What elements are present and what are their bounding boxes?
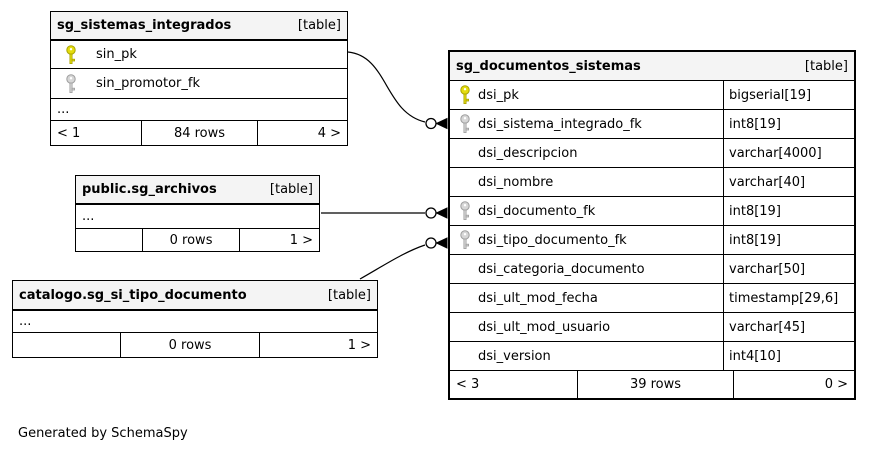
connector-arrowhead: [435, 207, 448, 219]
column-type: varchar[45]: [729, 319, 806, 335]
column-row-dsi-documento-fk[interactable]: dsi_documento_fk int8[19]: [450, 196, 854, 225]
footer-children-count: 1 >: [347, 337, 372, 353]
table-header[interactable]: catalogo.sg_si_tipo_documento [table]: [13, 281, 377, 309]
column-name: dsi_descripcion: [478, 145, 578, 161]
table-node-sg-sistemas-integrados[interactable]: sg_sistemas_integrados [table] sin_pk si…: [50, 11, 348, 146]
footer-children-count: 1 >: [289, 232, 313, 248]
table-title[interactable]: sg_sistemas_integrados: [57, 18, 232, 33]
column-type: bigserial[19]: [729, 87, 812, 103]
column-row-sin-pk[interactable]: sin_pk: [51, 39, 347, 68]
column-type: timestamp[29,6]: [729, 290, 839, 306]
connector-arrowhead: [435, 117, 448, 130]
ellipsis-label: ...: [19, 314, 32, 329]
footer-row-count: 39 rows: [577, 371, 734, 398]
column-name: dsi_pk: [478, 87, 519, 103]
column-type-cell: bigserial[19]: [723, 81, 854, 109]
column-type: int8[19]: [729, 116, 781, 132]
table-tag: [table]: [269, 182, 313, 197]
table-footer: < 3 39 rows 0 >: [450, 370, 854, 398]
connector-circle: [425, 207, 437, 219]
column-name: sin_promotor_fk: [96, 76, 201, 91]
column-row-dsi-version[interactable]: dsi_version int4[10]: [450, 341, 854, 370]
column-type: int8[19]: [729, 232, 781, 248]
table-node-catalogo-sg-si-tipo-documento[interactable]: catalogo.sg_si_tipo_documento [table] ..…: [12, 280, 378, 358]
footer-parents-count: < 1: [57, 125, 81, 141]
column-name: dsi_categoria_documento: [478, 261, 645, 277]
column-type-cell: varchar[45]: [723, 313, 854, 341]
column-type: varchar[50]: [729, 261, 806, 277]
foreign-key-icon: [460, 230, 470, 250]
column-row-dsi-tipo-documento-fk[interactable]: dsi_tipo_documento_fk int8[19]: [450, 225, 854, 254]
column-row-sin-promotor-fk[interactable]: sin_promotor_fk: [51, 68, 347, 98]
column-type: varchar[40]: [729, 174, 806, 190]
column-name: dsi_nombre: [478, 174, 554, 190]
connector-arrowhead: [435, 237, 448, 249]
column-name: dsi_ult_mod_fecha: [478, 290, 598, 306]
column-type-cell: varchar[50]: [723, 255, 854, 283]
column-name: dsi_version: [478, 348, 551, 364]
column-type-cell: varchar[40]: [723, 168, 854, 196]
column-name: dsi_tipo_documento_fk: [478, 232, 627, 248]
column-type-cell: int4[10]: [723, 342, 854, 370]
column-type-cell: int8[19]: [723, 110, 854, 138]
footer-parents-count: [76, 229, 142, 251]
foreign-key-icon: [460, 201, 470, 221]
table-tag: [table]: [297, 18, 341, 33]
table-footer: 0 rows 1 >: [13, 332, 377, 357]
column-row-dsi-ult-mod-usuario[interactable]: dsi_ult_mod_usuario varchar[45]: [450, 312, 854, 341]
connector-circle: [425, 117, 437, 130]
column-row-dsi-nombre[interactable]: dsi_nombre varchar[40]: [450, 167, 854, 196]
column-row-dsi-sistema-integrado-fk[interactable]: dsi_sistema_integrado_fk int8[19]: [450, 109, 854, 138]
generator-note: Generated by SchemaSpy: [18, 426, 188, 441]
footer-row-count: 0 rows: [120, 333, 260, 357]
column-type-cell: timestamp[29,6]: [723, 284, 854, 312]
footer-children-count: 0 >: [824, 377, 848, 392]
footer-row-count: 0 rows: [142, 229, 240, 251]
column-name: dsi_sistema_integrado_fk: [478, 116, 642, 132]
table-title[interactable]: sg_documentos_sistemas: [456, 58, 641, 74]
columns-ellipsis-row[interactable]: ...: [13, 309, 377, 332]
table-header[interactable]: public.sg_archivos [table]: [76, 176, 319, 203]
footer-parents-count: < 3: [456, 377, 480, 392]
table-tag: [table]: [327, 287, 371, 303]
column-name: dsi_ult_mod_usuario: [478, 319, 611, 335]
column-type: int4[10]: [729, 348, 781, 364]
table-title[interactable]: public.sg_archivos: [82, 182, 217, 197]
column-type-cell: varchar[4000]: [723, 139, 854, 167]
table-footer: 0 rows 1 >: [76, 228, 319, 251]
column-row-dsi-ult-mod-fecha[interactable]: dsi_ult_mod_fecha timestamp[29,6]: [450, 283, 854, 312]
column-type-cell: int8[19]: [723, 226, 854, 254]
foreign-key-icon: [460, 114, 470, 134]
table-tag: [table]: [804, 58, 848, 74]
columns-ellipsis-row[interactable]: ...: [76, 203, 319, 228]
relationship-line-sin-pk: [347, 51, 426, 123]
column-type-cell: int8[19]: [723, 197, 854, 225]
primary-key-icon: [460, 85, 470, 105]
ellipsis-label: ...: [57, 102, 70, 117]
column-row-dsi-categoria-documento[interactable]: dsi_categoria_documento varchar[50]: [450, 254, 854, 283]
footer-children-count: 4 >: [317, 125, 341, 141]
footer-row-count: 84 rows: [141, 121, 258, 145]
columns-ellipsis-row[interactable]: ...: [51, 98, 347, 120]
column-name: sin_pk: [96, 47, 137, 62]
table-title[interactable]: catalogo.sg_si_tipo_documento: [19, 287, 247, 303]
column-row-dsi-descripcion[interactable]: dsi_descripcion varchar[4000]: [450, 138, 854, 167]
column-type: varchar[4000]: [729, 145, 822, 161]
foreign-key-icon: [66, 73, 76, 93]
column-row-dsi-pk[interactable]: dsi_pk bigserial[19]: [450, 80, 854, 109]
table-node-sg-documentos-sistemas[interactable]: sg_documentos_sistemas [table] dsi_pk bi…: [448, 50, 856, 400]
table-footer: < 1 84 rows 4 >: [51, 120, 347, 145]
connector-circle: [425, 237, 437, 249]
ellipsis-label: ...: [82, 209, 95, 224]
table-header[interactable]: sg_documentos_sistemas [table]: [450, 52, 854, 80]
primary-key-icon: [66, 44, 76, 64]
relationship-line-tipo-documento: [359, 244, 426, 280]
column-name: dsi_documento_fk: [478, 203, 596, 219]
footer-parents-count: [13, 333, 120, 357]
table-node-public-sg-archivos[interactable]: public.sg_archivos [table] ... 0 rows 1 …: [75, 175, 320, 252]
column-type: int8[19]: [729, 203, 781, 219]
table-header[interactable]: sg_sistemas_integrados [table]: [51, 12, 347, 39]
